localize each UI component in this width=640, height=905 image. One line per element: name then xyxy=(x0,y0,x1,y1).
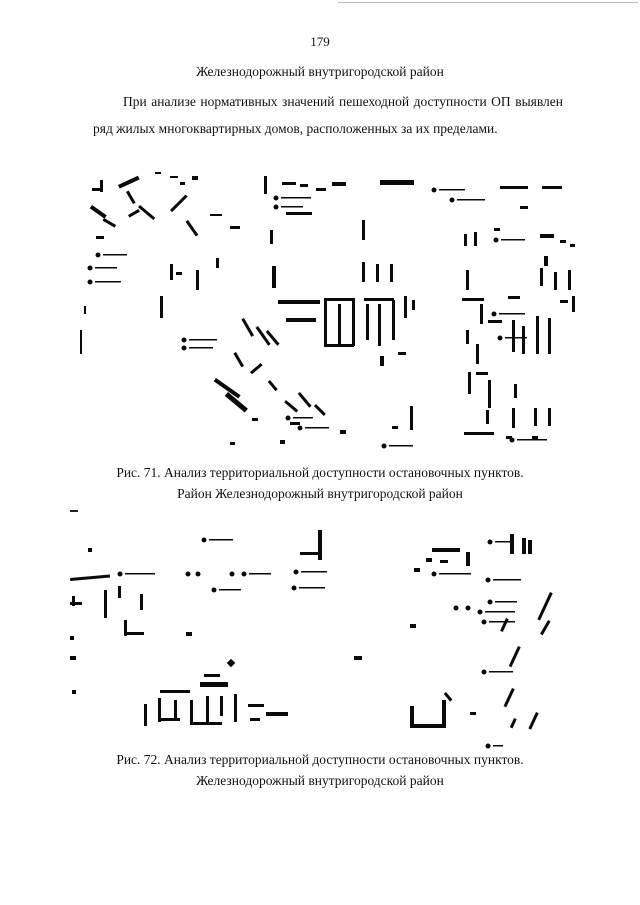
stray-mark xyxy=(70,510,78,512)
figure-71-caption: Рис. 71. Анализ территориальной доступно… xyxy=(0,462,640,504)
header-rule xyxy=(338,2,638,3)
figure-71-caption-line1: Рис. 71. Анализ территориальной доступно… xyxy=(116,465,524,480)
body-paragraph: При анализе нормативных значений пешеход… xyxy=(93,94,563,136)
figure-72-buildings xyxy=(70,530,553,730)
figure-72-caption: Рис. 72. Анализ территориальной доступно… xyxy=(0,749,640,791)
figure-72-stop-markers xyxy=(117,537,521,749)
figure-72-caption-line2: Железнодорожный внутригородской район xyxy=(196,773,444,788)
figure-71-caption-line2: Район Железнодорожный внутригородской ра… xyxy=(177,486,463,501)
page-number: 179 xyxy=(310,34,330,49)
section-heading: Железнодорожный внутригородской район xyxy=(196,64,444,79)
figure-72-caption-line1: Рис. 72. Анализ территориальной доступно… xyxy=(116,752,524,767)
figure-71-buildings xyxy=(80,172,575,445)
figure-71-stop-markers xyxy=(87,187,547,449)
